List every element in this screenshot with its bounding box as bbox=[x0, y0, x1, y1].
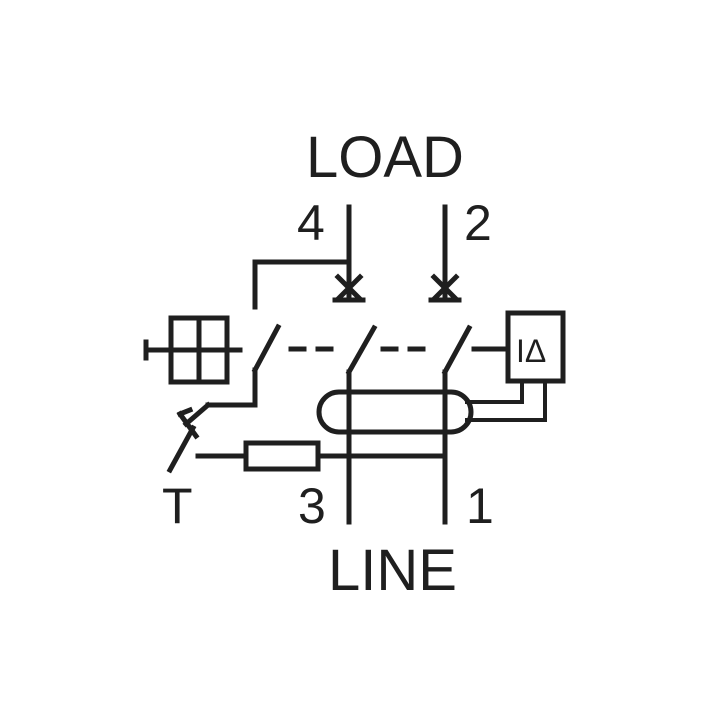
terminal-3-label: 3 bbox=[298, 478, 326, 534]
sense-lead-2 bbox=[465, 381, 547, 422]
line-label: LINE bbox=[328, 538, 457, 603]
test-resistor bbox=[243, 440, 321, 472]
test-switch-contact bbox=[251, 323, 282, 374]
isolator-mark-right bbox=[428, 273, 462, 303]
residual-current-relay: IΔ bbox=[505, 310, 566, 384]
switch-contact-right bbox=[441, 324, 473, 376]
isolator-mark-left bbox=[332, 273, 366, 303]
operating-handle bbox=[143, 315, 243, 385]
terminal-1-label: 1 bbox=[466, 478, 494, 534]
test-label: T bbox=[162, 478, 193, 534]
test-circuit-load-link bbox=[252, 259, 352, 310]
current-transformer bbox=[316, 389, 474, 435]
load-label: LOAD bbox=[306, 125, 464, 190]
terminal-4-label: 4 bbox=[297, 195, 325, 251]
test-button bbox=[166, 401, 212, 474]
terminal-2-label: 2 bbox=[464, 195, 492, 251]
test-circuit-link bbox=[205, 367, 258, 408]
switch-contact-left bbox=[345, 324, 378, 376]
residual-current-symbol: IΔ bbox=[516, 333, 546, 369]
sense-lead-1 bbox=[465, 381, 524, 404]
